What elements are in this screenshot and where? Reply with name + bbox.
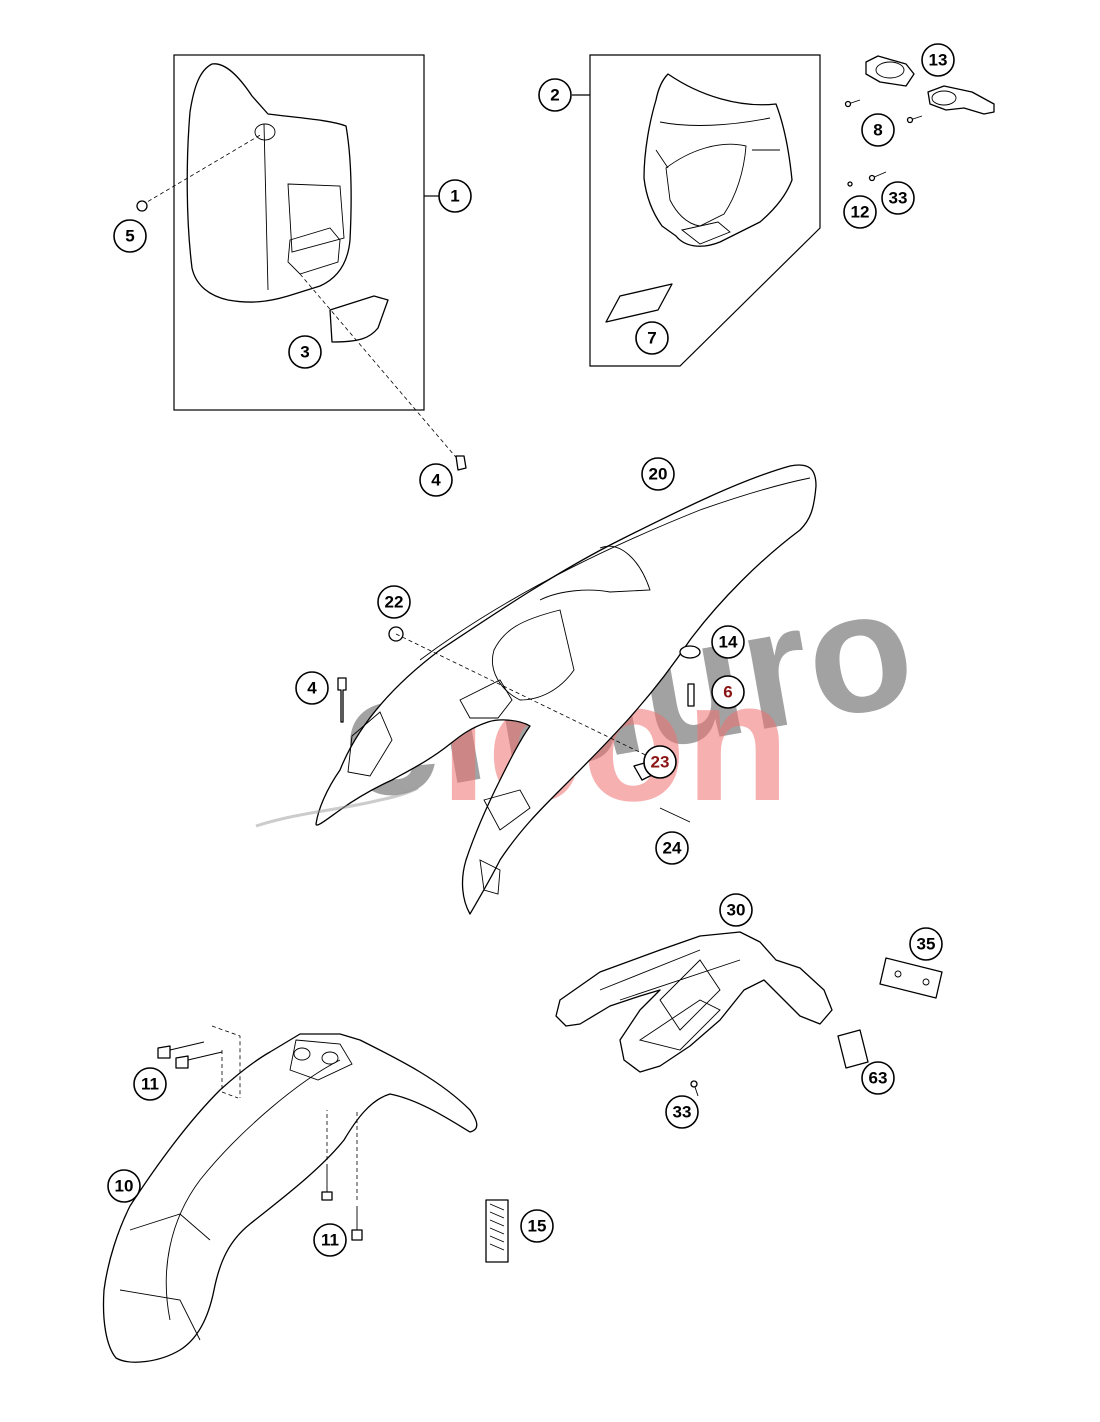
- svg-text:10: 10: [115, 1177, 134, 1196]
- callout-20[interactable]: 20: [641, 457, 675, 491]
- screws-11-bottom: [321, 1110, 363, 1241]
- callout-8[interactable]: 8: [861, 113, 895, 147]
- clamp-13: [865, 55, 995, 115]
- callout-30[interactable]: 30: [719, 893, 753, 927]
- svg-text:11: 11: [141, 1075, 159, 1094]
- svg-text:6: 6: [723, 683, 732, 702]
- callout-7[interactable]: 7: [635, 321, 669, 355]
- callout-1[interactable]: 1: [438, 179, 472, 213]
- callout-15[interactable]: 15: [520, 1209, 554, 1243]
- svg-text:23: 23: [651, 753, 670, 772]
- watermark-scribble: [255, 786, 419, 828]
- screw-4-top: [455, 455, 467, 471]
- svg-text:33: 33: [673, 1103, 692, 1122]
- svg-text:5: 5: [125, 227, 134, 246]
- callout-4-fender[interactable]: 4: [295, 671, 329, 705]
- grommet-14: [679, 645, 701, 659]
- pad-63: [837, 1029, 869, 1069]
- svg-text:33: 33: [889, 189, 908, 208]
- svg-text:30: 30: [727, 901, 746, 920]
- callout-23[interactable]: 23: [643, 745, 677, 779]
- sticker-7: [605, 283, 673, 323]
- svg-text:13: 13: [929, 51, 948, 70]
- svg-text:15: 15: [528, 1217, 547, 1236]
- callout-22[interactable]: 22: [377, 585, 411, 619]
- front-fender: [102, 1033, 478, 1363]
- svg-text:1: 1: [450, 187, 459, 206]
- callout-14[interactable]: 14: [711, 625, 745, 659]
- callout-11-top[interactable]: 11: [133, 1067, 167, 1101]
- group-frame-1: [173, 54, 425, 411]
- callout-5[interactable]: 5: [113, 219, 147, 253]
- nut-5: [136, 200, 148, 212]
- plate-35: [879, 957, 943, 999]
- rear-fender: [315, 464, 817, 915]
- callout-10[interactable]: 10: [107, 1169, 141, 1203]
- callout-4-top[interactable]: 4: [419, 463, 453, 497]
- svg-text:20: 20: [649, 465, 668, 484]
- group-frame-2: [589, 54, 821, 367]
- callout-12[interactable]: 12: [843, 195, 877, 229]
- callout-13[interactable]: 13: [921, 43, 955, 77]
- callout-63[interactable]: 63: [861, 1061, 895, 1095]
- callout-33-top[interactable]: 33: [881, 181, 915, 215]
- svg-text:24: 24: [663, 839, 682, 858]
- callout-3[interactable]: 3: [288, 335, 322, 369]
- svg-text:4: 4: [307, 679, 317, 698]
- svg-text:8: 8: [873, 121, 882, 140]
- callout-2[interactable]: 2: [538, 78, 572, 112]
- callout-35[interactable]: 35: [909, 927, 943, 961]
- svg-text:11: 11: [321, 1231, 339, 1250]
- svg-text:14: 14: [719, 633, 738, 652]
- callout-24[interactable]: 24: [655, 831, 689, 865]
- washer-12: [847, 181, 853, 187]
- callout-33-bottom[interactable]: 33: [665, 1095, 699, 1129]
- svg-text:4: 4: [431, 471, 441, 490]
- number-plate: [186, 63, 352, 303]
- headlight-mask: [643, 73, 793, 247]
- svg-text:2: 2: [550, 86, 559, 105]
- screw-4-fender: [337, 677, 347, 723]
- callout-6[interactable]: 6: [711, 675, 745, 709]
- svg-text:12: 12: [851, 203, 870, 222]
- svg-text:63: 63: [869, 1069, 888, 1088]
- screws-11-top: [157, 1025, 241, 1099]
- svg-text:35: 35: [917, 935, 936, 954]
- screw-24: [659, 807, 691, 823]
- rear-bracket-30: [555, 931, 833, 1073]
- svg-text:22: 22: [385, 593, 404, 612]
- svg-text:7: 7: [647, 329, 656, 348]
- screw-6: [687, 683, 695, 707]
- sticker-3: [329, 295, 389, 343]
- svg-text:3: 3: [300, 343, 309, 362]
- callout-11-bottom[interactable]: 11: [313, 1223, 347, 1257]
